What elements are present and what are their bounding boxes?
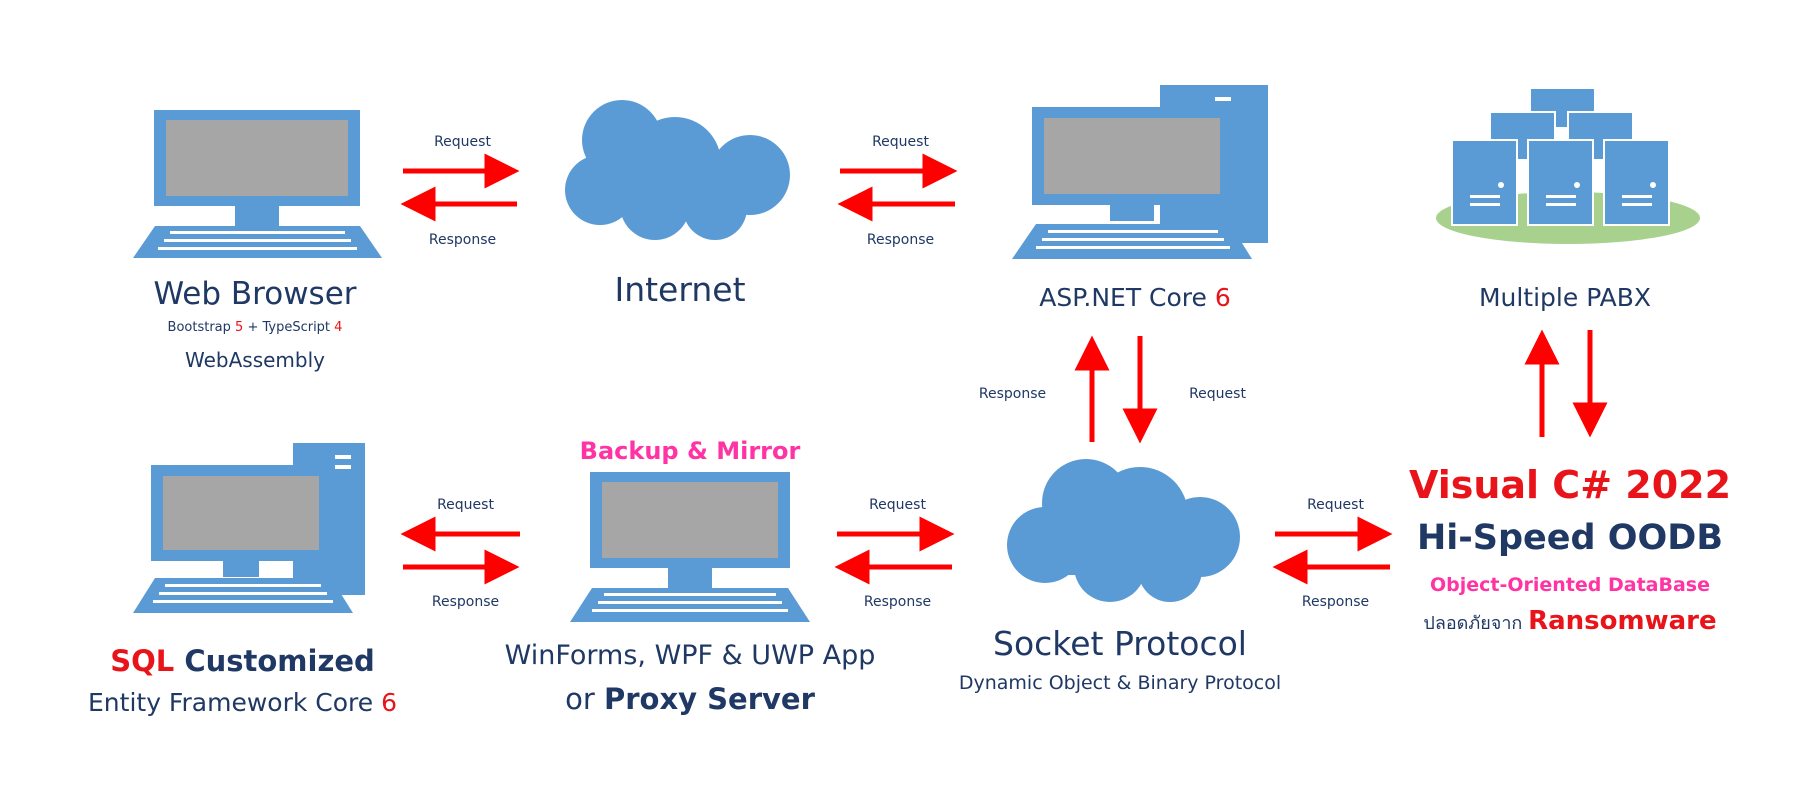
- arrows: [400, 153, 1608, 585]
- laptop-icon: [570, 472, 810, 622]
- request-label: Request: [872, 134, 929, 150]
- response-label: Response: [431, 594, 500, 610]
- request-label: Request: [434, 134, 491, 150]
- request-label: Request: [1189, 386, 1246, 402]
- desktop-tower-icon: [1012, 85, 1268, 259]
- socket-title: Socket Protocol: [993, 624, 1247, 663]
- backup-mirror-badge: Backup & Mirror: [579, 437, 801, 465]
- cloud-icon: [565, 100, 790, 240]
- sql-title: SQL Customized: [110, 644, 375, 678]
- request-label: Request: [869, 497, 926, 513]
- request-label: Request: [1307, 497, 1364, 513]
- pabx-title: Multiple PABX: [1478, 283, 1652, 312]
- oodb-line1: Visual C# 2022: [1408, 463, 1732, 507]
- response-label: Response: [428, 232, 497, 248]
- proxy-line1: WinForms, WPF & UWP App: [504, 640, 876, 671]
- response-label: Response: [978, 386, 1047, 402]
- web-browser-sub: WebAssembly: [185, 348, 325, 372]
- oodb-line3: Object-Oriented DataBase: [1429, 574, 1710, 596]
- oodb-line2: Hi-Speed OODB: [1416, 518, 1724, 558]
- web-browser-title: Web Browser: [153, 276, 357, 312]
- oodb-line4: ปลอดภัยจาก Ransomware: [1423, 606, 1717, 636]
- server-cluster-icon: [1436, 87, 1700, 244]
- internet-title: Internet: [614, 270, 746, 309]
- laptop-icon: [133, 110, 382, 258]
- response-label: Response: [866, 232, 935, 248]
- response-label: Response: [1301, 594, 1370, 610]
- cloud-icon: [1007, 459, 1240, 602]
- aspnet-title: ASP.NET Core 6: [1039, 283, 1231, 312]
- request-label: Request: [437, 497, 494, 513]
- sql-sub: Entity Framework Core 6: [88, 688, 397, 717]
- desktop-tower-icon: [133, 443, 365, 613]
- proxy-line2: or Proxy Server: [565, 682, 815, 716]
- socket-sub: Dynamic Object & Binary Protocol: [958, 672, 1282, 694]
- response-label: Response: [863, 594, 932, 610]
- web-browser-tech: Bootstrap 5 + TypeScript 4: [167, 320, 343, 335]
